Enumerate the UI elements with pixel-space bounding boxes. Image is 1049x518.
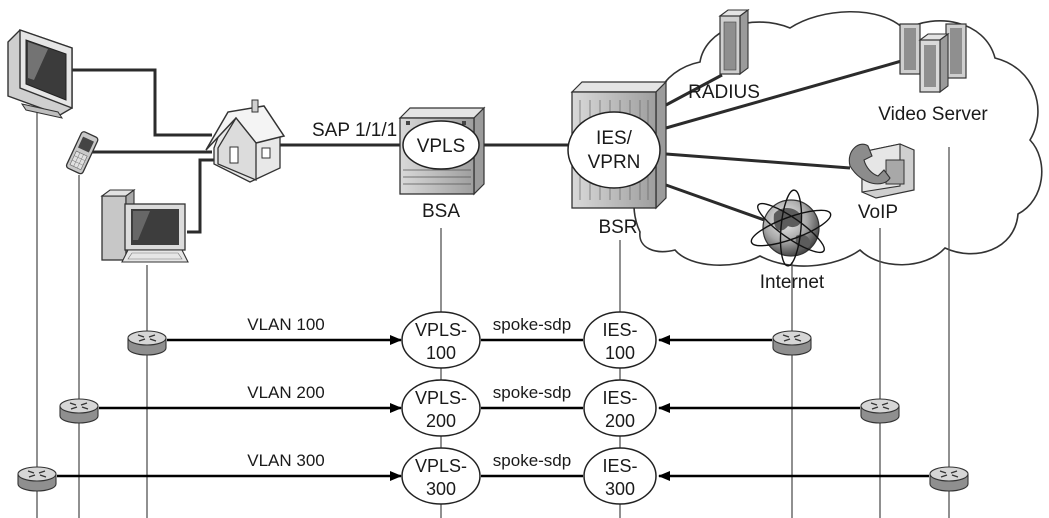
bsa-label: BSA <box>422 201 460 222</box>
vpls-3-label-line2: 300 <box>426 479 456 499</box>
vlan-3-label: VLAN 300 <box>247 451 325 470</box>
spoke-sdp-2-label: spoke-sdp <box>493 383 571 402</box>
ies-1-node <box>583 311 657 369</box>
vpls-1-label-line2: 100 <box>426 343 456 363</box>
mobile-phone-icon <box>65 131 99 175</box>
radius-label: RADIUS <box>688 82 760 103</box>
bsr-service-label-line2: VPRN <box>588 152 641 173</box>
access-router-right-3-icon <box>929 466 969 492</box>
vpls-1-node <box>401 311 481 369</box>
ies-2-label-line1: IES- <box>602 388 637 408</box>
ies-1-label-line1: IES- <box>602 320 637 340</box>
ies-2-node <box>583 379 657 437</box>
vpls-3-label-line1: VPLS- <box>415 456 467 476</box>
spoke-sdp-3-label: spoke-sdp <box>493 451 571 470</box>
vpls-3-node <box>401 447 481 505</box>
voip-phone-icon <box>848 143 915 199</box>
access-router-left-2-icon <box>59 398 99 424</box>
spoke-sdp-1-label: spoke-sdp <box>493 315 571 334</box>
ies-2-label-line2: 200 <box>605 411 635 431</box>
video-server-icon <box>899 23 967 94</box>
vlan-2-label: VLAN 200 <box>247 383 325 402</box>
video-server-label: Video Server <box>878 104 988 125</box>
bsa-vpls-ellipse <box>402 120 480 170</box>
ies-1-label-line2: 100 <box>605 343 635 363</box>
vertical-drop-lines <box>36 112 950 518</box>
ies-3-label-line2: 300 <box>605 479 635 499</box>
access-router-right-1-icon <box>772 330 812 356</box>
voip-label: VoIP <box>858 202 898 223</box>
ies-3-node <box>583 447 657 505</box>
access-wires <box>72 68 572 234</box>
vpls-2-label-line1: VPLS- <box>415 388 467 408</box>
sap-label: SAP 1/1/1 <box>312 120 397 141</box>
service-cloud <box>633 10 1043 267</box>
internet-globe-icon <box>750 189 832 267</box>
core-wires <box>665 58 906 224</box>
vpls-1-label-line1: VPLS- <box>415 320 467 340</box>
vpls-2-node <box>401 379 481 437</box>
radius-server-icon <box>718 8 750 76</box>
internet-label: Internet <box>760 272 825 293</box>
desktop-computer-icon <box>100 188 189 263</box>
access-router-left-3-icon <box>17 466 57 492</box>
ies-3-label-line1: IES- <box>602 456 637 476</box>
access-router-right-2-icon <box>860 398 900 424</box>
bsa-vpls-label: VPLS <box>417 136 466 157</box>
bsr-ies-vprn-ellipse <box>567 111 661 189</box>
house-icon <box>205 99 286 183</box>
monitor-icon <box>7 29 73 119</box>
bsr-service-label-line1: IES/ <box>596 128 633 149</box>
access-router-left-1-icon <box>127 330 167 356</box>
vpls-2-label-line2: 200 <box>426 411 456 431</box>
vlan-1-label: VLAN 100 <box>247 315 325 334</box>
bsr-label: BSR <box>598 217 637 238</box>
